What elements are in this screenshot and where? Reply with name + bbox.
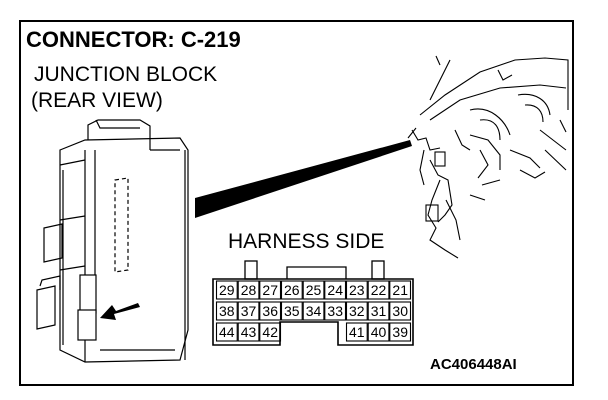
figure-code: AC406448AI (430, 356, 517, 373)
connector-pin-cell (389, 322, 412, 342)
connector-pin-number: 44 (219, 324, 235, 340)
connector-pin-number: 25 (306, 282, 322, 298)
connector-pin-cell (345, 301, 368, 321)
diagram-frame (19, 20, 574, 386)
connector-pin-cell (259, 322, 282, 342)
connector-pin-number: 31 (371, 303, 387, 319)
connector-pin-number: 42 (262, 324, 278, 340)
connector-face: 29 28 27 26 25 24 23 22 21 38 37 36 35 34 33 32 31 30 44 43… (212, 260, 414, 346)
connector-pin-cell (389, 301, 412, 321)
connector-pin-number: 27 (262, 282, 278, 298)
connector-pin-number: 33 (327, 303, 343, 319)
connector-pin-cell (345, 280, 368, 300)
component-name: JUNCTION BLOCK (34, 63, 218, 86)
connector-pin-number: 38 (219, 303, 235, 319)
connector-pin-cell (389, 280, 412, 300)
connector-title: CONNECTOR: C-219 (26, 27, 241, 52)
connector-pin-number: 41 (349, 324, 365, 340)
connector-pin-cell (367, 322, 390, 342)
connector-pin-number: 40 (371, 324, 387, 340)
connector-pin-cell (280, 301, 303, 321)
connector-pin-number: 24 (327, 282, 343, 298)
junction-block-drawing (36, 119, 189, 363)
connector-pin-cell (302, 301, 325, 321)
location-arrow (100, 303, 140, 320)
connector-pin-cell (237, 280, 260, 300)
harness-side-label: HARNESS SIDE (228, 230, 385, 253)
pointer-wedge (195, 140, 412, 218)
connector-pin-number: 26 (284, 282, 300, 298)
connector-pin-cell (280, 280, 303, 300)
vehicle-location-sketch (407, 55, 569, 259)
connector-pin-cell (345, 322, 368, 342)
connector-pin-number: 36 (262, 303, 278, 319)
connector-pin-cell (324, 280, 347, 300)
connector-pin-number: 23 (349, 282, 365, 298)
view-label: (REAR VIEW) (31, 89, 163, 112)
connector-pin-cell (367, 301, 390, 321)
connector-pin-cell (237, 301, 260, 321)
connector-pin-cell (302, 280, 325, 300)
connector-pin-number: 28 (241, 282, 257, 298)
connector-pin-number: 32 (349, 303, 365, 319)
connector-pin-number: 39 (392, 324, 408, 340)
connector-pin-number: 37 (241, 303, 257, 319)
connector-pin-cell (215, 322, 238, 342)
connector-pin-number: 43 (241, 324, 257, 340)
connector-pin-cell (367, 280, 390, 300)
connector-pin-cell (215, 301, 238, 321)
connector-pin-cell (237, 322, 260, 342)
connector-pin-number: 34 (306, 303, 322, 319)
connector-pin-number: 30 (392, 303, 408, 319)
connector-pin-cell (324, 301, 347, 321)
connector-pin-number: 35 (284, 303, 300, 319)
connector-pin-number: 22 (371, 282, 387, 298)
connector-pin-number: 21 (392, 282, 408, 298)
connector-pin-cell (215, 280, 238, 300)
connector-pin-cell (259, 280, 282, 300)
connector-pin-number: 29 (219, 282, 235, 298)
connector-pin-cell (259, 301, 282, 321)
